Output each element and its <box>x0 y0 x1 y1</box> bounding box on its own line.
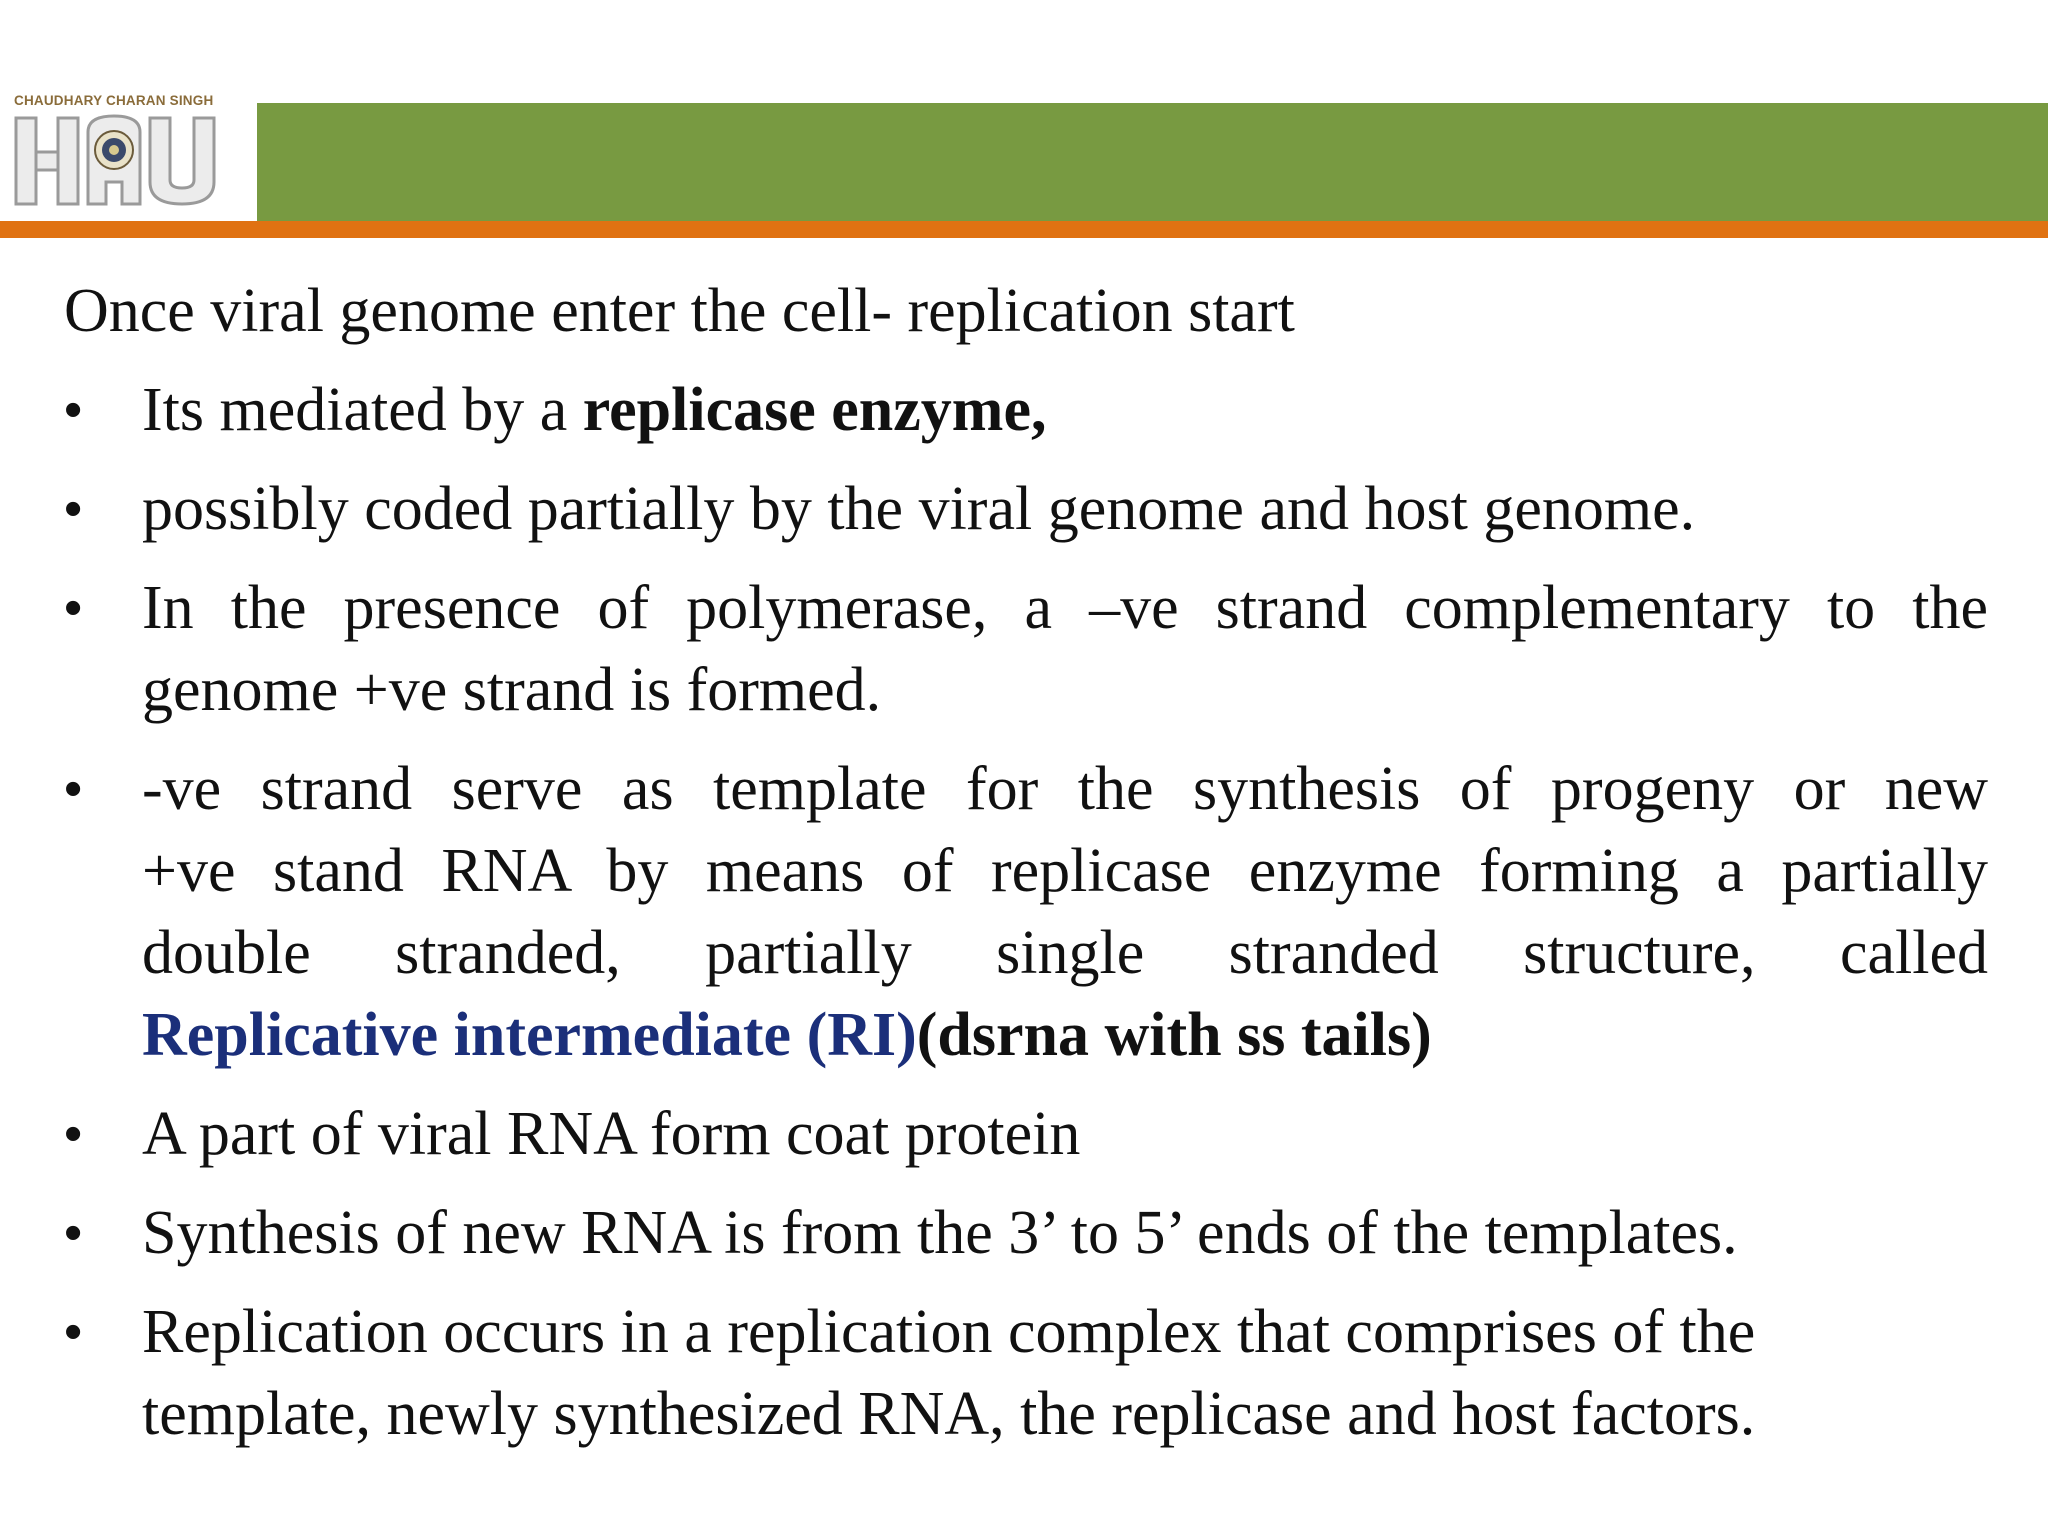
slide-intro: Once viral genome enter the cell- replic… <box>64 277 1295 345</box>
bullet-text: Its mediated by a <box>142 376 583 444</box>
bullet-icon: • <box>64 1105 83 1163</box>
bullet-text-line: Replicative intermediate (RI)(dsrna with… <box>142 994 1988 1076</box>
bullet-bold-text: replicase enzyme, <box>582 376 1047 444</box>
bullet-text-line: double stranded, partially single strand… <box>142 919 1988 987</box>
slide-header: CHAUDHARY CHARAN SINGH <box>0 0 2048 250</box>
list-item: • Replication occurs in a replication co… <box>64 1291 1988 1455</box>
header-orange-band <box>0 221 2048 238</box>
list-item: • Synthesis of new RNA is from the 3’ to… <box>64 1192 1988 1274</box>
bullet-list: • Its mediated by a replicase enzyme, • … <box>64 369 1988 1455</box>
bullet-icon: • <box>64 579 83 637</box>
bullet-text-line: template, newly synthesized RNA, the rep… <box>142 1380 1756 1448</box>
bullet-icon: • <box>64 1303 83 1361</box>
bullet-text-line: -ve strand serve as template for the syn… <box>142 755 1988 823</box>
bullet-text-line: genome +ve strand is formed. <box>142 656 882 724</box>
replicative-intermediate-term: Replicative intermediate (RI) <box>142 1001 917 1069</box>
bullet-text: A part of viral RNA form coat protein <box>142 1100 1081 1168</box>
hau-logo-icon <box>14 114 216 206</box>
slide-body: Once viral genome enter the cell- replic… <box>64 270 1988 1472</box>
bullet-text-line: Replication occurs in a replication comp… <box>142 1298 1756 1366</box>
bullet-text: Synthesis of new RNA is from the 3’ to 5… <box>142 1199 1738 1267</box>
bullet-icon: • <box>64 381 83 439</box>
bullet-bold-text: (dsrna with ss tails) <box>916 1001 1432 1069</box>
header-green-band <box>257 103 2048 221</box>
list-item: • In the presence of polymerase, a –ve s… <box>64 567 1988 731</box>
bullet-text-line: +ve stand RNA by means of replicase enzy… <box>142 837 1988 905</box>
list-item: • Its mediated by a replicase enzyme, <box>64 369 1988 451</box>
bullet-text-line: In the presence of polymerase, a –ve str… <box>142 574 1988 642</box>
list-item: • -ve strand serve as template for the s… <box>64 748 1988 1076</box>
bullet-icon: • <box>64 760 83 818</box>
bullet-icon: • <box>64 1204 83 1262</box>
bullet-icon: • <box>64 480 83 538</box>
list-item: • A part of viral RNA form coat protein <box>64 1093 1988 1175</box>
bullet-text: possibly coded partially by the viral ge… <box>142 475 1696 543</box>
list-item: • possibly coded partially by the viral … <box>64 468 1988 550</box>
logo-caption: CHAUDHARY CHARAN SINGH <box>14 93 214 108</box>
